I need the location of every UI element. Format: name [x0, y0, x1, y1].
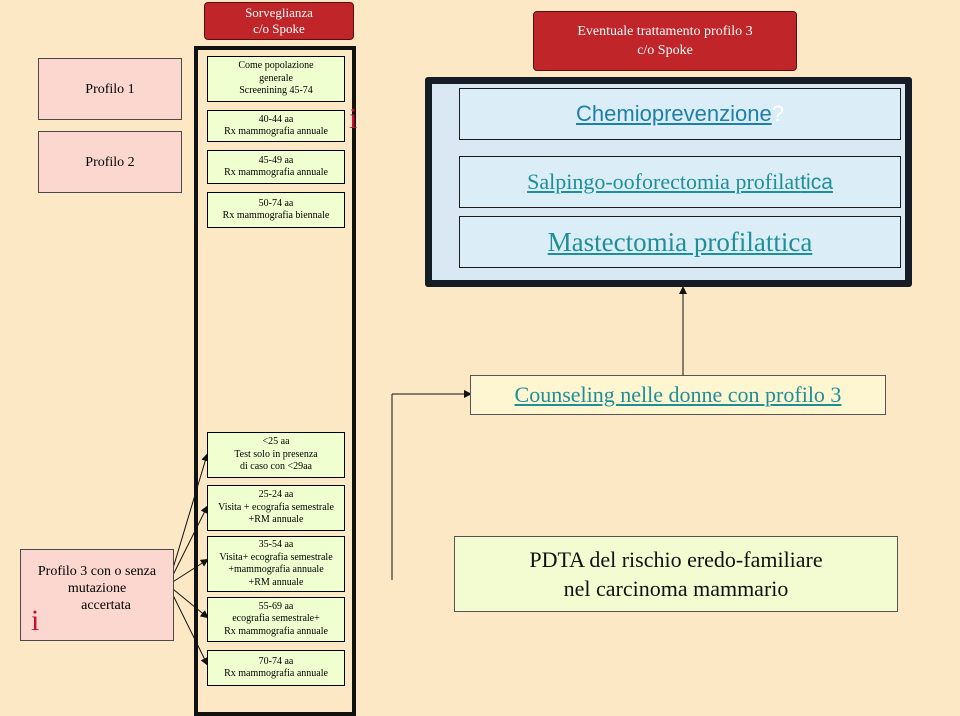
surveillance-line: +RM annuale	[248, 576, 304, 588]
surveillance-box-under-25: <25 aa Test solo in presenza di caso con…	[207, 432, 345, 478]
surveillance-line: Visita+ ecografia semestrale	[219, 551, 333, 563]
surveillance-line: Rx mammografia annuale	[224, 167, 328, 178]
profile-2-label: Profilo 2	[85, 155, 135, 170]
chemoprevention-text: Chemioprevenzione?	[576, 101, 784, 127]
pdta-line2: nel carcinoma mammario	[563, 576, 789, 601]
surveillance-box-50-74: 50-74 aa Rx mammografia biennale	[207, 192, 345, 228]
treatment-header-line2: c/o Spoke	[637, 43, 693, 58]
counseling-box: Counseling nelle donne con profilo 3	[470, 375, 886, 415]
surveillance-line: Rx mammografia biennale	[222, 210, 330, 221]
surveillance-line: 25-24 aa	[258, 489, 294, 501]
surveillance-line: <25 aa	[262, 436, 290, 448]
counseling-link[interactable]: Counseling nelle donne con profilo 3	[514, 382, 842, 407]
treatment-header-line1: Eventuale trattamento profilo 3	[577, 24, 753, 39]
profile-3-line2: mutazione	[67, 581, 127, 596]
profile-1-label: Profilo 1	[85, 81, 135, 97]
surveillance-line: 40-44 aa	[258, 113, 294, 125]
surveillance-box-70-74: 70-74 aa Rx mammografia annuale	[207, 650, 345, 686]
surveillance-header-line1: Sorveglianza	[245, 5, 313, 20]
chemoprevention-question: ?	[771, 101, 784, 126]
surveillance-box-40-44: 40-44 aa Rx mammografia annuale	[207, 110, 345, 142]
profile-3-line3: accertata	[81, 598, 131, 613]
surveillance-box-55-69: 55-69 aa ecografia semestrale+ Rx mammog…	[207, 597, 345, 642]
surveillance-box-25-34: 25-24 aa Visita + ecografia semestrale +…	[207, 485, 345, 531]
surveillance-line: Screenining 45-74	[239, 85, 313, 97]
profile-2-box: Profilo 2	[38, 131, 182, 193]
salpingo-link-tail[interactable]: tica	[800, 171, 833, 194]
pdta-box: PDTA del rischio eredo-familiare nel car…	[454, 536, 898, 612]
chemoprevention-link[interactable]: Chemioprevenzione	[576, 101, 772, 126]
profile-3-box: Profilo 3 con o senza mutazione accertat…	[20, 549, 174, 641]
surveillance-box-35-54: 35-54 aa Visita+ ecografia semestrale +m…	[207, 536, 345, 592]
surveillance-line: di caso con <29aa	[239, 461, 312, 473]
surveillance-line: Rx mammografia annuale	[224, 126, 328, 137]
surveillance-line: +mammografia annuale	[228, 564, 324, 575]
surveillance-line: 50-74 aa	[258, 197, 294, 209]
surveillance-line: Visita + ecografia semestrale	[218, 501, 334, 513]
surveillance-box-general: Come popolazione generale Screenining 45…	[207, 56, 345, 102]
mastectomy-box: Mastectomia profilattica	[459, 216, 901, 268]
salpingo-link[interactable]: Salpingo-ooforectomia profilat	[527, 169, 801, 194]
profile-1-box: Profilo 1	[38, 58, 182, 120]
surveillance-line: ecografia semestrale+	[232, 613, 320, 625]
surveillance-column	[194, 46, 356, 716]
surveillance-line: 45-49 aa	[258, 154, 294, 166]
treatment-header: Eventuale trattamento profilo 3 c/o Spok…	[533, 11, 797, 71]
salpingo-text: Salpingo-ooforectomia profilattica	[527, 169, 833, 195]
mastectomy-link[interactable]: Mastectomia profilattica	[547, 226, 813, 257]
surveillance-header: Sorveglianza c/o Spoke	[204, 2, 354, 40]
surveillance-line: Rx mammografia annuale	[224, 625, 328, 637]
surveillance-line: 55-69 aa	[258, 600, 294, 612]
surveillance-box-45-49: 45-49 aa Rx mammografia annuale	[207, 150, 345, 184]
surveillance-line: Test solo in presenza	[234, 448, 318, 460]
chemoprevention-box: Chemioprevenzione?	[459, 88, 901, 140]
surveillance-line: Come popolazione	[238, 60, 314, 72]
surveillance-line: 70-74 aa	[258, 655, 294, 667]
salpingo-box: Salpingo-ooforectomia profilattica	[459, 156, 901, 208]
profile-3-line1: Profilo 3 con o senza	[37, 564, 157, 579]
pdta-line1: PDTA del rischio eredo-familiare	[529, 547, 823, 572]
surveillance-line: +RM annuale	[248, 514, 304, 526]
info-icon-column: i	[349, 102, 358, 135]
surveillance-header-line2: c/o Spoke	[253, 21, 305, 36]
info-icon-profile3: i	[31, 604, 40, 637]
surveillance-line: 35-54 aa	[258, 539, 294, 550]
surveillance-line: generale	[259, 72, 293, 84]
surveillance-line: Rx mammografia annuale	[224, 668, 328, 679]
